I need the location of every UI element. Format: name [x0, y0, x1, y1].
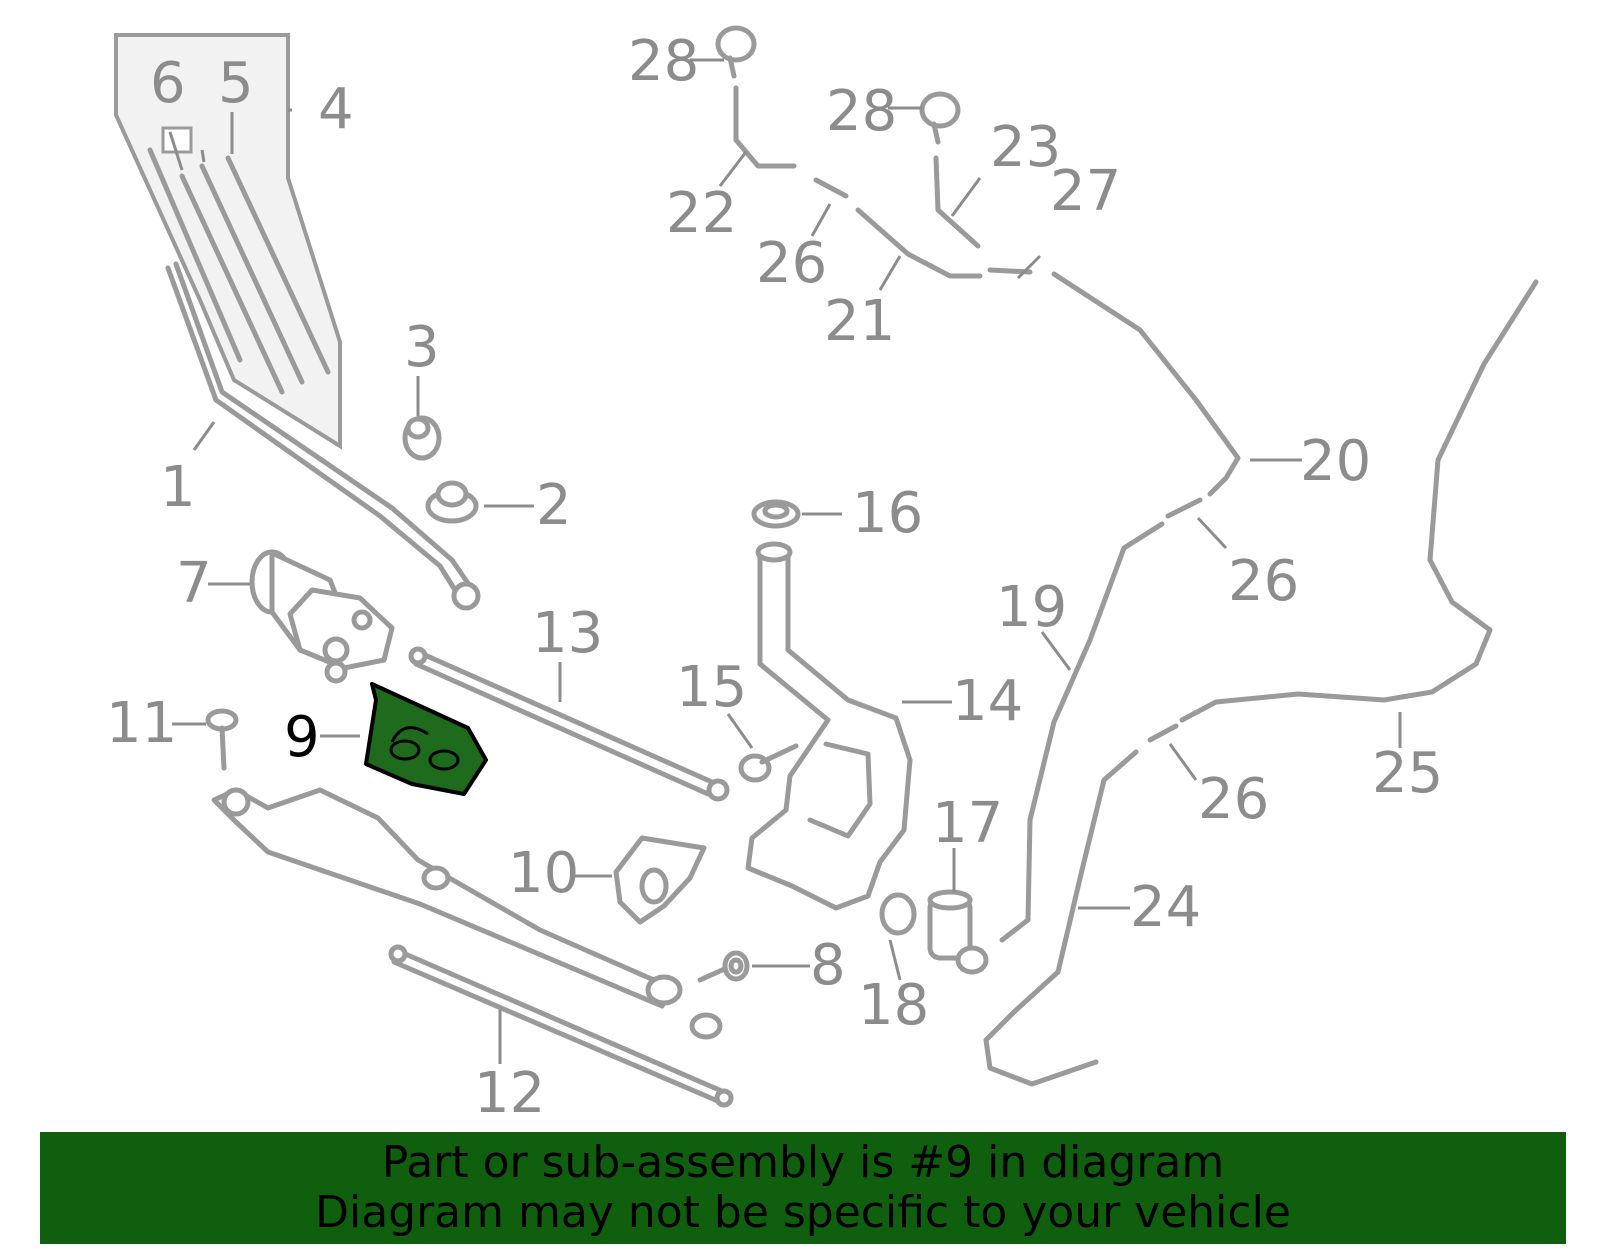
callout-19: 19 [996, 575, 1067, 640]
callout-21: 21 [824, 289, 895, 354]
callout-25: 25 [1372, 741, 1443, 806]
part-11-bolt [205, 708, 239, 771]
part-18-grommet [879, 892, 917, 936]
part-12-rod [388, 944, 734, 1108]
callout-1: 1 [160, 455, 196, 520]
part-8-bushing [722, 950, 750, 982]
callout-numbers: 1 2 3 4 5 6 7 8 9 10 11 12 13 14 15 16 1… [106, 29, 1443, 1126]
banner-line-1: Part or sub-assembly is #9 in diagram [381, 1137, 1225, 1188]
hose-24 [983, 749, 1139, 1087]
part-17-washer-pump [927, 889, 989, 975]
callout-10: 10 [508, 841, 579, 906]
callout-7: 7 [176, 551, 212, 616]
callout-14: 14 [952, 669, 1023, 734]
callout-3: 3 [404, 315, 440, 380]
info-banner: Part or sub-assembly is #9 in diagram Di… [40, 1132, 1566, 1244]
connector-26-top [813, 177, 849, 199]
wiper-linkage-frame [211, 787, 743, 1040]
part-9-highlighted-bracket [364, 682, 488, 796]
callout-22: 22 [666, 181, 737, 246]
callout-20: 20 [1300, 429, 1371, 494]
callout-2: 2 [536, 473, 572, 538]
callout-4: 4 [318, 77, 354, 142]
callout-9: 9 [284, 705, 320, 770]
part-7-wiper-motor [249, 549, 395, 684]
callout-26-low: 26 [1198, 767, 1269, 832]
callout-13: 13 [532, 601, 603, 666]
callout-24: 24 [1130, 875, 1201, 940]
hose-25 [1179, 279, 1539, 723]
hose-23 [933, 155, 981, 249]
part-1-wiper-arm [165, 261, 481, 611]
callout-17: 17 [932, 791, 1003, 856]
banner-line-2: Diagram may not be specific to your vehi… [315, 1187, 1291, 1238]
callout-28-left: 28 [628, 29, 699, 94]
part-2-nut [425, 480, 479, 524]
hose-20 [1051, 271, 1241, 497]
callout-23: 23 [990, 115, 1061, 180]
callout-16: 16 [852, 481, 923, 546]
callout-28-right: 28 [826, 79, 897, 144]
part-14-washer-reservoir [745, 541, 913, 911]
leader-lines [168, 58, 1402, 1064]
part-16-cap [751, 499, 801, 529]
connector-26-low [1147, 723, 1179, 743]
callout-11: 11 [106, 691, 177, 756]
part-28-nozzle-left [715, 25, 757, 79]
callout-15: 15 [676, 655, 747, 720]
callout-5: 5 [218, 51, 254, 116]
callout-26-mid: 26 [1228, 549, 1299, 614]
callout-8: 8 [810, 933, 846, 998]
hose-19 [999, 521, 1165, 943]
connector-26-mid [1165, 497, 1203, 519]
callout-26-top: 26 [756, 231, 827, 296]
part-15-bolt [738, 743, 799, 783]
part-28-nozzle-right [919, 91, 961, 145]
callout-6: 6 [150, 51, 186, 116]
callout-12: 12 [474, 1061, 545, 1126]
part-13-drive-rod [408, 646, 730, 802]
part-10-cover [613, 835, 707, 925]
callout-27: 27 [1050, 159, 1121, 224]
hose-21 [855, 207, 983, 279]
callout-18: 18 [858, 973, 929, 1038]
part-3-cap [402, 415, 442, 461]
